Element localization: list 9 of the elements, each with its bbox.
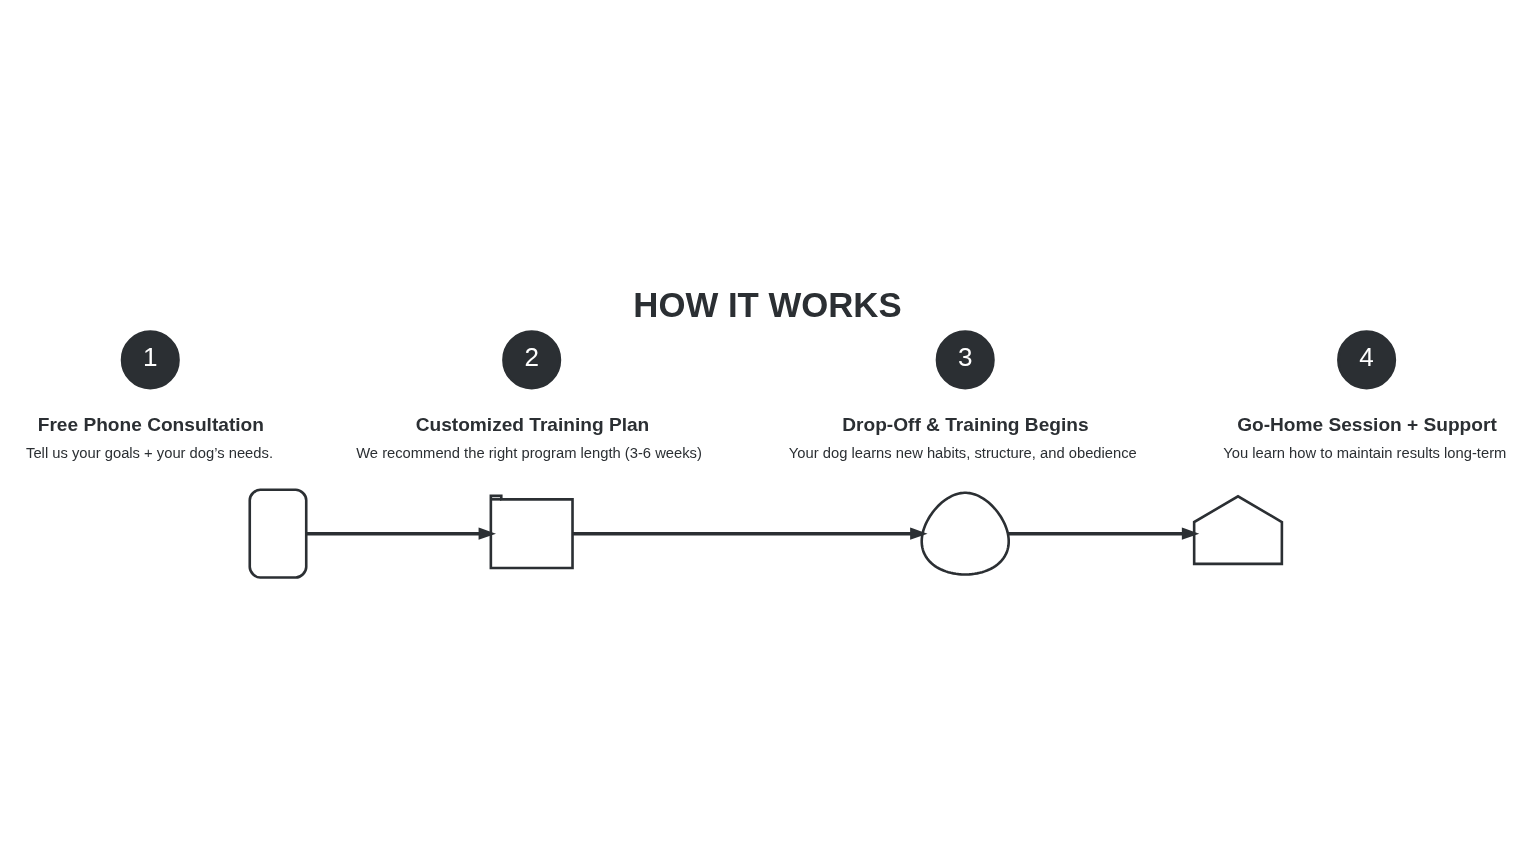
node-label: Free Phone Consultation: [37, 413, 264, 435]
node-label: Drop-Off & Training Begins: [842, 413, 1089, 435]
node-label: We recommend the right program length (3-6 weeks): [356, 444, 702, 461]
node-label: Go-Home Session + Support: [1237, 413, 1497, 435]
node-label: Customized Training Plan: [415, 413, 650, 435]
diagram-title: HOW IT WORKS: [633, 285, 902, 324]
node-label: Tell us your goals + your dog’s needs.: [26, 444, 273, 461]
node-label: You learn how to maintain results long-term: [1223, 444, 1507, 461]
node-label: Your dog learns new habits, structure, and obedience: [788, 444, 1137, 461]
